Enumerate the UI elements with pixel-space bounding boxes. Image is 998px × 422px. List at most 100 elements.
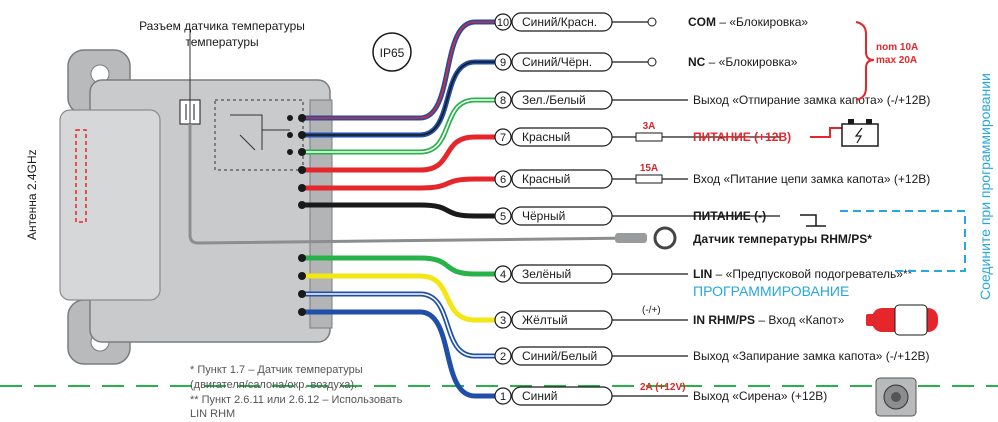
relay-nom: nom 10A bbox=[876, 42, 918, 53]
pin-3 bbox=[298, 272, 306, 280]
wire-color-label-box bbox=[511, 386, 613, 406]
pin-number: 6 bbox=[500, 174, 506, 186]
wire-color-label: Зелёный bbox=[522, 267, 571, 281]
pin-number-badge bbox=[494, 53, 512, 71]
pin-number-badge bbox=[494, 311, 512, 329]
wire-6: 6 Красный 15A Вход «Питание цепи замка капо… bbox=[298, 163, 930, 192]
wire-1-cable bbox=[304, 309, 510, 399]
fuse-rating: 3A bbox=[643, 121, 656, 132]
wire-3-cable bbox=[304, 273, 510, 323]
pin-number: 2 bbox=[500, 351, 506, 363]
wire-2-stripe bbox=[304, 293, 510, 357]
relay-terminal bbox=[647, 57, 657, 67]
wire-color-label: Красный bbox=[522, 172, 570, 186]
wire-9: 9 Синий/Чёрн. NC – «Блокировка» bbox=[298, 52, 798, 139]
wire-color-label: Синий/Красн. bbox=[522, 15, 597, 29]
wire-8-cable bbox=[304, 97, 510, 155]
pin-number-badge bbox=[494, 207, 512, 225]
pin-5 bbox=[298, 201, 306, 209]
wire-function-label: IN RHM/PS – Вход «Капот» bbox=[693, 313, 845, 327]
pin-number-badge bbox=[494, 128, 512, 146]
wire-9-stripe bbox=[304, 61, 510, 136]
temp-sensor-lug bbox=[615, 226, 677, 250]
wire-color-label-box bbox=[511, 310, 613, 330]
wire-function-label: Вход «Питание цепи замка капота» (+12В) bbox=[693, 172, 930, 186]
pin-number-badge bbox=[494, 170, 512, 188]
wire-2: 2 Синий/Белый Выход «Запирание замка капот… bbox=[298, 290, 930, 366]
pin-number-badge bbox=[494, 265, 512, 283]
wire-function-label: NC – «Блокировка» bbox=[688, 55, 798, 69]
connect-note: Соедините при программировании bbox=[977, 73, 993, 300]
pin-number: 7 bbox=[500, 132, 506, 144]
module-body bbox=[59, 49, 333, 365]
connector-title-line2: температуры bbox=[185, 35, 258, 49]
wire-function-label: COM – «Блокировка» bbox=[688, 15, 808, 29]
ip-rating-badge: IP65 bbox=[372, 32, 412, 72]
wire-color-label-box bbox=[511, 346, 613, 366]
wire-color-label: Зел./Белый bbox=[522, 93, 586, 107]
pin-number: 9 bbox=[500, 57, 506, 69]
antenna-marker bbox=[75, 129, 87, 223]
antenna-label: Антенна 2.4GHz bbox=[25, 149, 39, 240]
wire-6-cable bbox=[304, 176, 510, 191]
ground-icon bbox=[800, 214, 826, 227]
footnote-line3: ** Пункт 2.6.11 или 2.6.12 – Использоват… bbox=[190, 394, 403, 406]
wire-10-stripe bbox=[304, 21, 510, 119]
pin-number: 4 bbox=[500, 269, 506, 281]
pin-9 bbox=[298, 131, 306, 139]
relay-terminal bbox=[647, 17, 657, 27]
siren-icon bbox=[875, 377, 917, 417]
pin-2 bbox=[298, 290, 306, 298]
wire-color-label: Жёлтый bbox=[522, 313, 568, 327]
temp-sensor-label: Датчик температуры RHM/PS* bbox=[693, 232, 872, 246]
pin-number-badge bbox=[494, 91, 512, 109]
relay-bracket bbox=[855, 21, 875, 101]
svg-text:IP65: IP65 bbox=[380, 46, 405, 60]
fuse-icon bbox=[635, 174, 663, 184]
wire-color-label-box bbox=[511, 52, 613, 72]
wire-8-stripe bbox=[304, 99, 510, 153]
pin-10 bbox=[298, 114, 306, 122]
wire-color-label-box bbox=[511, 127, 613, 147]
pin-number: 10 bbox=[497, 17, 509, 29]
wire-color-label: Красный bbox=[522, 130, 570, 144]
temp-sensor-cable bbox=[188, 124, 641, 245]
wire-function-label: LIN – «Предпусковой подогреватель»** bbox=[693, 267, 913, 281]
footnote-line4: LIN RHM bbox=[190, 408, 235, 417]
pin-4 bbox=[298, 254, 306, 262]
footnote-line2: (двигателя/салона/окр. воздуха). bbox=[190, 379, 357, 391]
siren-current: 2A (+12V) bbox=[640, 382, 685, 393]
pin-7 bbox=[298, 166, 306, 174]
pin-number-badge bbox=[494, 387, 512, 405]
wire-3: 3 Жёлтый IN RHM/PS – Вход «Капот» bbox=[298, 272, 845, 330]
fuse-rating: 15A bbox=[640, 163, 658, 174]
relay-max: max 20A bbox=[876, 55, 917, 66]
battery-icon bbox=[810, 119, 879, 147]
wire-function-label: Выход «Сирена» (+12В) bbox=[693, 389, 827, 403]
wire-4-cable bbox=[304, 255, 510, 277]
wire-color-label-box bbox=[511, 90, 613, 110]
wire-10: 10 Синий/Красн. COM – «Блокировка» bbox=[298, 12, 808, 122]
footnote-line1: * Пункт 1.7 – Датчик температуры bbox=[190, 364, 363, 376]
wire-function-label: Выход «Запирание замка капота» (-/+12В) bbox=[693, 349, 930, 363]
fuse-icon bbox=[635, 132, 663, 142]
wire-color-label-box bbox=[511, 12, 613, 32]
wire-color-label: Синий bbox=[522, 389, 557, 403]
pin-number: 5 bbox=[500, 211, 506, 223]
pin-number-badge bbox=[494, 13, 512, 31]
wire-color-label: Синий/Белый bbox=[522, 349, 597, 363]
hood-polarity: (-/+) bbox=[642, 305, 661, 316]
wire-5-cable bbox=[304, 202, 510, 219]
wire-function-label: Выход «Отпирание замка капота» (-/+12В) bbox=[693, 93, 930, 107]
wire-color-label: Синий/Чёрн. bbox=[522, 55, 592, 69]
pin-number: 3 bbox=[500, 315, 506, 327]
pin-number: 1 bbox=[500, 391, 506, 403]
pin-6 bbox=[298, 184, 306, 192]
wire-color-label-box bbox=[511, 169, 613, 189]
wire-1: 1 Синий Выход «Сирена» (+12В) bbox=[298, 308, 827, 406]
